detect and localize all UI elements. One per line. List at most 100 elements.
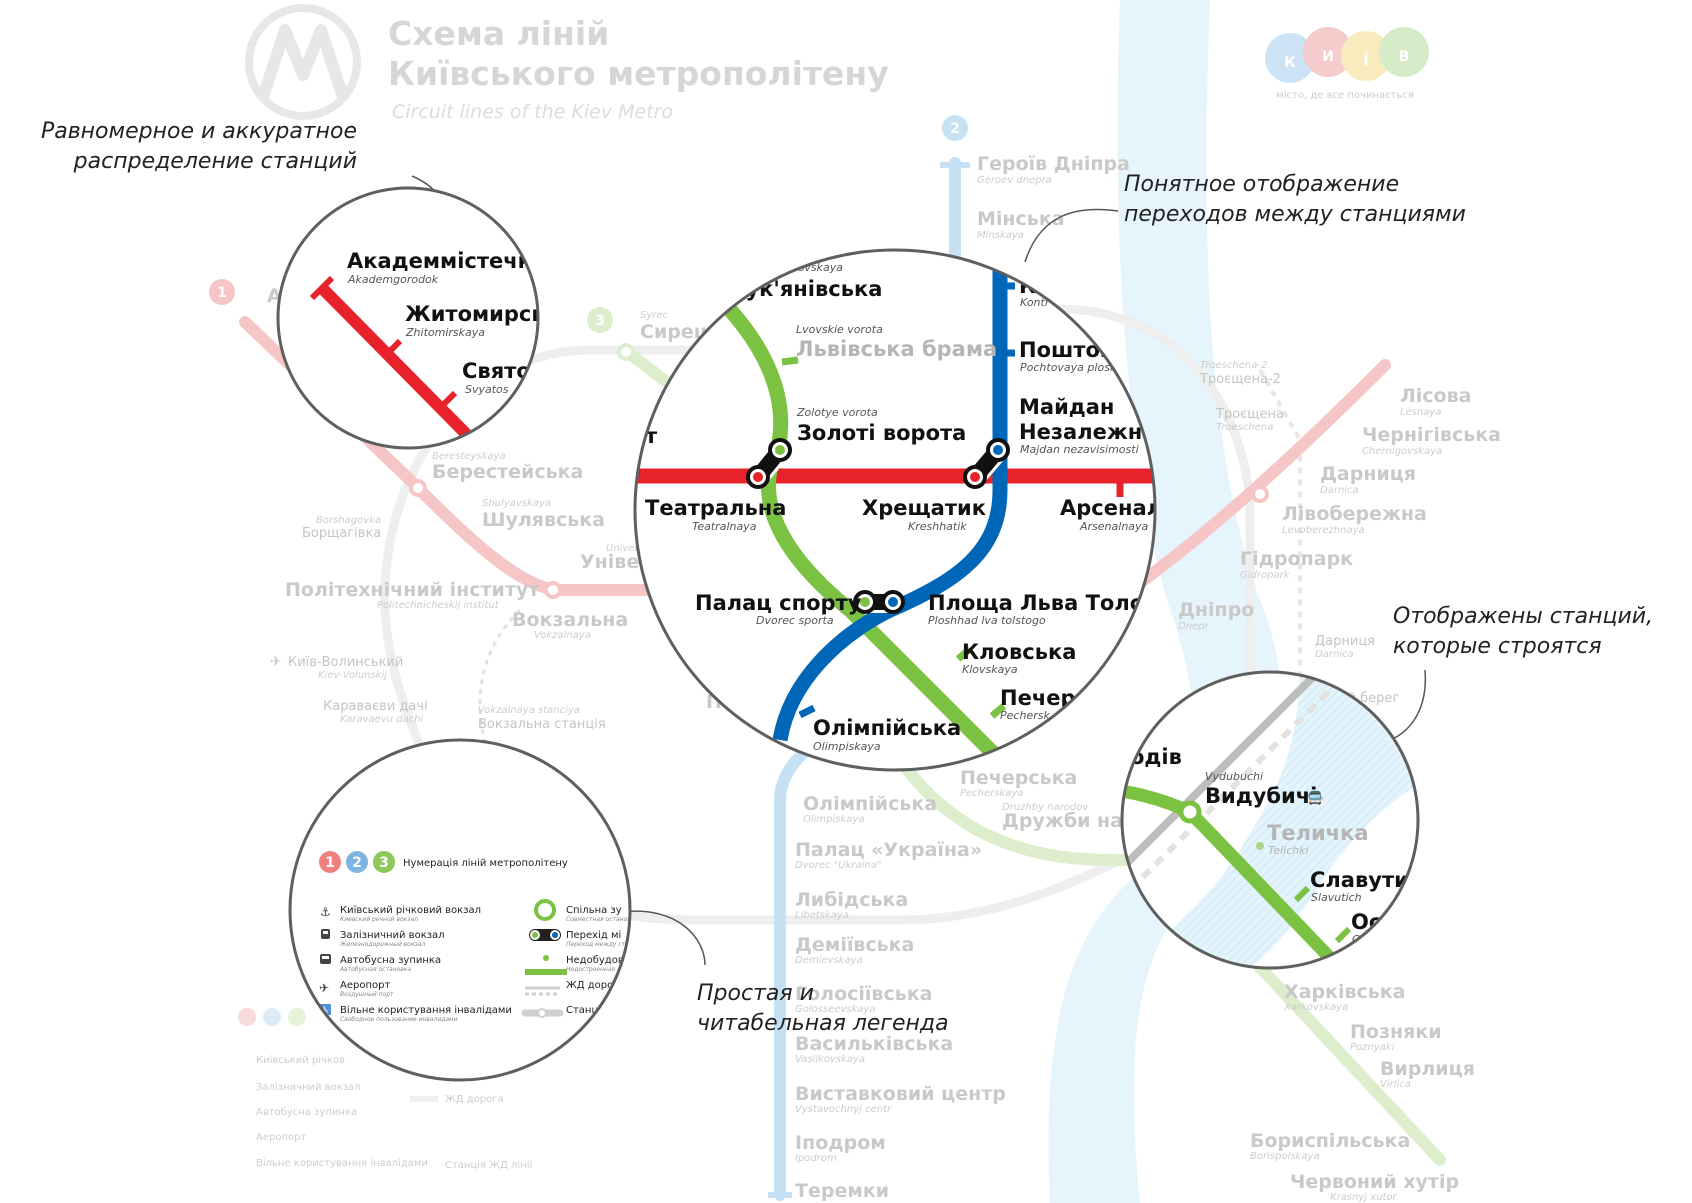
station-label: Палац спорту (695, 591, 862, 615)
station-lat: Telichki (1268, 844, 1309, 857)
station-lat: Kiev-Volunskij (318, 670, 387, 681)
station-label: Шулявська (482, 509, 605, 531)
line-badge-2-label: 2 (352, 855, 362, 871)
legend-item-sub: Свободное пользование инвалидами (340, 1016, 458, 1023)
station-lat: Borshagovka (316, 515, 381, 526)
station-marker (544, 581, 562, 599)
station-label: Видубичі (1205, 784, 1317, 808)
bus-icon: 🚍 (1307, 790, 1323, 806)
station-lat: Pechersk (1000, 709, 1050, 722)
page-title-line1: Схема ліній (388, 14, 609, 53)
legend-item: Недобудов (566, 955, 624, 966)
legend-item: Вільне користування інвалідами (340, 1004, 512, 1016)
annotation-construction: Отображены станций,которые строятся (1374, 604, 1653, 746)
transfer-teatralna-zoloti (746, 438, 792, 489)
station-lat: Ipodrom (795, 1153, 837, 1164)
station-label: Виставковий центр (795, 1083, 1006, 1105)
station-lat: Pecherskaya (960, 788, 1023, 799)
station-label: Берестейська (432, 461, 583, 483)
dnipro-river (1048, 0, 1283, 1203)
svg-text:И: И (1322, 49, 1334, 65)
construction-line-icon (525, 955, 567, 975)
station-marker (409, 479, 427, 497)
station-lat: Olimpiskaya (803, 814, 864, 825)
station-label: Свято (462, 359, 531, 383)
line-badge-3-label: 3 (379, 855, 389, 871)
legend-item-sub: Недостроенная (566, 966, 616, 973)
river-zoom (1122, 672, 1418, 968)
station-lat: Chernigovskaya (1362, 446, 1442, 457)
station-label: Либідська (795, 889, 908, 911)
station-label: Лісова (1400, 385, 1471, 407)
transfer-link-icon (529, 929, 561, 941)
legend-item-sub: Воздушный порт (340, 991, 394, 998)
line-badge-1 (319, 851, 341, 873)
transfer-kreshchatyk-maidan (963, 438, 1010, 489)
red-line (317, 283, 485, 448)
station-lat: Kontr (1020, 296, 1051, 309)
station-label: Київ-Волинський (288, 655, 403, 670)
station-lat: Karavaevu dachi (340, 714, 424, 725)
station-label: Львівська брама (796, 337, 997, 361)
station-label: Академмістечк (347, 249, 532, 273)
zoom-circle-construction: одів Vydubuchi Видубичі 🚍 Теличка Telich… (1120, 670, 1420, 970)
station-lat: Lesnaya (1400, 407, 1441, 418)
svg-text:місто, де все починається: місто, де все починається (1276, 89, 1414, 101)
station-label: Васильківська (795, 1033, 953, 1055)
station-lat: Golosseevskaya (795, 1004, 876, 1015)
station-lat: Zolotye vorota (796, 406, 878, 419)
station-lat: Politechnicheskij institut (377, 600, 500, 611)
station-label: Осок (1351, 910, 1410, 934)
station-label: Площа Льва Толстого (928, 591, 1194, 615)
planned-line (478, 608, 522, 761)
station-lat: Svyatos (465, 383, 509, 396)
station-lat: Levoberezhnaya (1282, 525, 1365, 536)
svg-text:♿: ♿ (321, 1006, 329, 1016)
svg-text:Станція ЖД лінії: Станція ЖД лінії (445, 1159, 533, 1171)
legend-item: ЖД дорог (566, 980, 619, 991)
station-label: Лівобережна (1282, 503, 1427, 525)
legend-item: Спільна зу (566, 904, 622, 916)
station-label: Харківська (1284, 981, 1406, 1003)
station-lat: Dnepr (1178, 621, 1210, 632)
station-label: Вокзальна станція (478, 717, 606, 732)
station-lat: Ploshhad lva tolstogo (928, 614, 1046, 627)
station-label: Теремки (795, 1180, 889, 1202)
station-tick (1334, 926, 1352, 944)
transfer-ring-icon (534, 899, 556, 921)
station-label: Троєщена (1215, 407, 1284, 422)
station-lat: Darnica (1320, 485, 1359, 496)
legend-item-sub: Совместная остановка (566, 916, 638, 923)
station-lat: Demievskaya (795, 955, 863, 966)
station-label: Гідропарк (1240, 548, 1353, 570)
station-label: Поштова (1019, 338, 1127, 362)
station-lat: Troeschena-2 (1200, 360, 1267, 371)
station-lat: Vokzalnaya (534, 630, 591, 641)
annotation-leader (619, 910, 706, 966)
station-lat: Virlica (1380, 1079, 1411, 1090)
legend-item-sub: Железнодорожный вокзал (339, 941, 425, 948)
station-label: Караваєви дачі (323, 699, 428, 714)
station-label: Вирлиця (1380, 1058, 1475, 1080)
zoom-circle-spacing: Академмістечк Akademgorodok Житомирськ Z… (276, 186, 540, 450)
station-tick (955, 646, 973, 662)
station-label: Бориспільська (1250, 1130, 1410, 1152)
svg-text:ЖД дорога: ЖД дорога (445, 1094, 504, 1105)
planned-station-dot (1256, 842, 1264, 850)
legend-numbering: Нумерація ліній метрополітену (403, 857, 568, 869)
station-label: Троєщена-2 (1199, 372, 1281, 387)
station-label: Олімпійська (813, 716, 961, 740)
svg-text:Ї: Ї (1363, 52, 1368, 69)
background-legend: Київський річков Залізничний вокзал Авто… (238, 1008, 533, 1171)
station-label: Дарниця (1320, 463, 1416, 485)
station-label: Золоті ворота (797, 421, 966, 445)
line-badge-2 (346, 851, 368, 873)
station-lat: Krasnyj xutor (1330, 1192, 1398, 1203)
station-label: Політехнічний інститут (285, 579, 539, 601)
line-badge-1-label: 1 (325, 855, 335, 871)
metro-logo (245, 4, 361, 120)
line-badge-1-faded (209, 279, 235, 305)
